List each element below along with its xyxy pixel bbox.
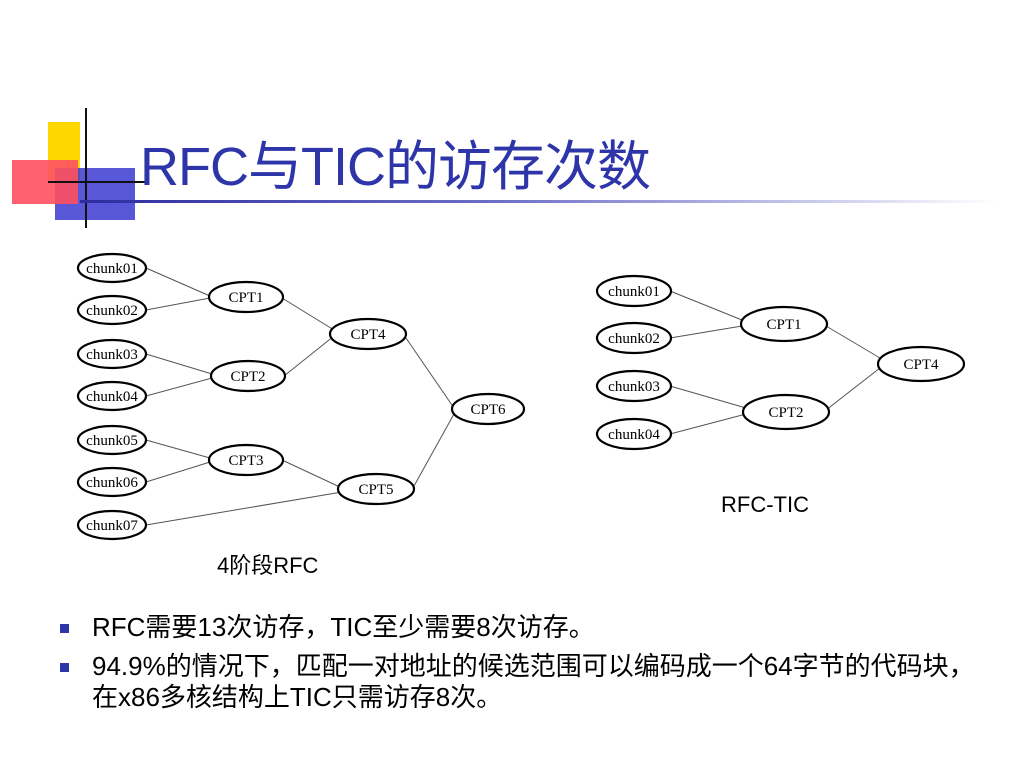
node-label: CPT2 (768, 405, 803, 421)
node-chunk01: chunk01 (595, 274, 673, 308)
node-label: chunk05 (86, 433, 138, 449)
node-label: chunk04 (608, 427, 660, 443)
node-cpt1: CPT1 (739, 305, 829, 343)
caption-rfc4: 4阶段RFC (217, 553, 319, 578)
node-label: CPT1 (766, 317, 801, 333)
node-label: chunk01 (86, 261, 138, 277)
diagram-rfc4: chunk01 chunk02 chunk03 chunk04 chunk05 … (72, 248, 532, 543)
node-label: CPT3 (228, 453, 263, 469)
bullet-text: RFC需要13次访存，TIC至少需要8次访存。 (92, 612, 595, 642)
node-label: chunk03 (86, 347, 138, 363)
bullet-item: RFC需要13次访存，TIC至少需要8次访存。 (60, 612, 1000, 643)
bullet-text: 94.9%的情况下，匹配一对地址的候选范围可以编码成一个64字节的代码块，在x8… (92, 651, 975, 712)
node-cpt2: CPT2 (741, 393, 831, 431)
node-label: chunk06 (86, 475, 138, 491)
edges (669, 290, 881, 435)
node-label: chunk02 (86, 303, 138, 319)
caption-rfctic: RFC-TIC (721, 492, 809, 517)
node-label: CPT6 (470, 402, 506, 418)
node-chunk04: chunk04 (76, 380, 148, 412)
node-cpt3: CPT3 (207, 443, 285, 477)
node-label: chunk03 (608, 379, 660, 395)
diagram-rfctic: chunk01 chunk02 chunk03 chunk04 CPT1 CPT… (590, 268, 975, 458)
node-label: chunk01 (608, 284, 660, 300)
node-chunk02: chunk02 (595, 321, 673, 355)
node-chunk04: chunk04 (595, 417, 673, 451)
slide-title: RFC与TIC的访存次数 (140, 137, 651, 197)
node-label: CPT2 (230, 369, 265, 385)
node-label: CPT5 (358, 482, 393, 498)
node-chunk06: chunk06 (76, 466, 148, 498)
edges (145, 267, 455, 526)
node-cpt5: CPT5 (336, 472, 416, 506)
node-label: CPT1 (228, 290, 263, 306)
node-label: chunk02 (608, 331, 660, 347)
node-chunk05: chunk05 (76, 424, 148, 456)
node-cpt4: CPT4 (876, 345, 966, 383)
bullet-list: RFC需要13次访存，TIC至少需要8次访存。 94.9%的情况下，匹配一对地址… (60, 612, 1000, 721)
node-cpt6: CPT6 (450, 392, 526, 426)
node-label: CPT4 (903, 357, 939, 373)
node-chunk03: chunk03 (595, 369, 673, 403)
node-chunk07: chunk07 (76, 509, 148, 541)
bullet-item: 94.9%的情况下，匹配一对地址的候选范围可以编码成一个64字节的代码块，在x8… (60, 651, 1000, 713)
square-bullet-icon (60, 663, 69, 672)
node-cpt4: CPT4 (328, 317, 408, 351)
node-cpt2: CPT2 (209, 359, 287, 393)
square-bullet-icon (60, 624, 69, 633)
title-decoration (12, 108, 148, 228)
node-chunk03: chunk03 (76, 338, 148, 370)
node-cpt1: CPT1 (207, 280, 285, 314)
node-label: chunk07 (86, 518, 138, 534)
node-chunk01: chunk01 (76, 252, 148, 284)
node-label: chunk04 (86, 389, 138, 405)
node-label: CPT4 (350, 327, 386, 343)
title-underline (80, 200, 1000, 203)
node-chunk02: chunk02 (76, 294, 148, 326)
